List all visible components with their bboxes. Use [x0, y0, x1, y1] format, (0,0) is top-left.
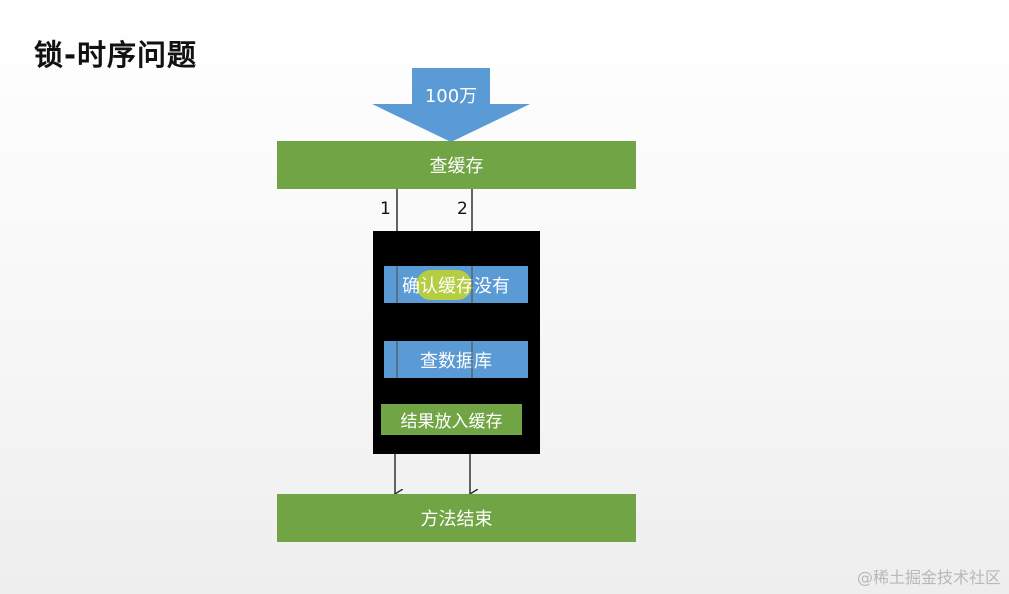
watermark: @稀土掘金技术社区 — [856, 568, 1001, 587]
thread-1-label: 1 — [380, 199, 391, 219]
query-cache-label: 查缓存 — [429, 156, 484, 177]
confirm-cache-missing-label: 确认缓存没有 — [402, 275, 510, 297]
query-cache-box: 查缓存 — [277, 141, 636, 189]
input-arrow-shape — [372, 68, 530, 142]
thread-2-label: 2 — [457, 199, 468, 219]
store-result-box: 结果放入缓存 — [381, 404, 522, 435]
input-arrow-label: 100万 — [424, 86, 478, 107]
input-arrow-polygon — [372, 68, 530, 142]
query-database-box: 查数据库 — [384, 341, 528, 378]
store-result-label: 结果放入缓存 — [400, 412, 503, 432]
method-end-box: 方法结束 — [277, 494, 636, 542]
page-title: 锁-时序问题 — [34, 38, 198, 72]
query-database-label: 查数据库 — [420, 350, 492, 372]
method-end-label: 方法结束 — [420, 509, 493, 530]
confirm-cache-missing-box: 确认缓存没有 — [384, 266, 528, 303]
